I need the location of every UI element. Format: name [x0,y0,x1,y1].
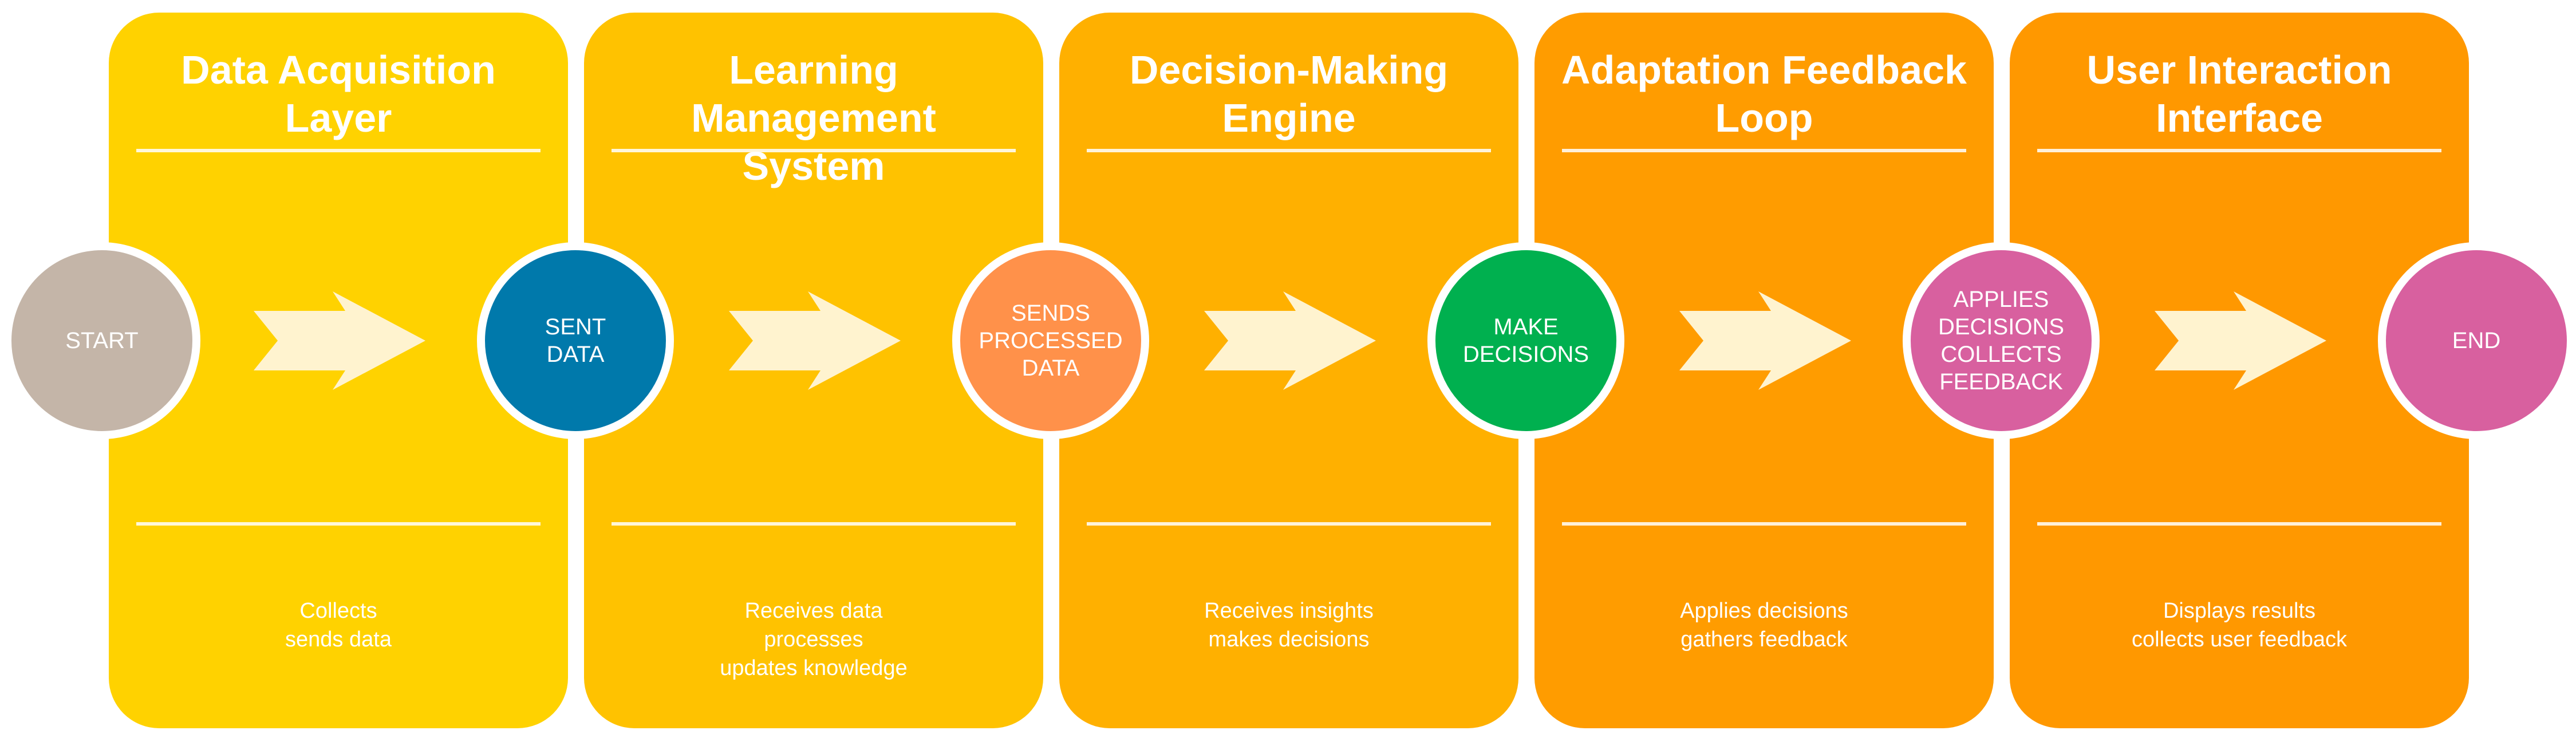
stage-description: Receives data processes updates knowledg… [720,599,908,680]
chevron-arrow-right-icon [1679,291,1851,390]
divider [612,149,1016,152]
make-decisions-node: MAKE DECISIONS [1427,242,1624,439]
stage-title: User Interaction Interface [2086,48,2392,140]
chevron-arrow-right-icon [729,291,901,390]
node-label: SENT DATA [545,314,606,367]
divider [612,522,1016,526]
divider [136,149,541,152]
applies-decisions-collects-feedback-node: APPLIES DECISIONS COLLECTS FEEDBACK [1903,242,2100,439]
node-label: SENDS PROCESSED DATA [979,301,1123,381]
divider [1562,522,1966,526]
stage-title: Data Acquisition Layer [181,48,496,140]
sent-data-node: SENT DATA [477,242,674,439]
divider [2037,522,2441,526]
node-label: APPLIES DECISIONS COLLECTS FEEDBACK [1938,287,2065,394]
stage-title: Decision-Making Engine [1129,48,1449,140]
chevron-arrow-right-icon [254,291,425,390]
node-label: START [65,328,139,353]
node-label: MAKE DECISIONS [1462,314,1589,367]
divider [1087,522,1491,526]
divider [136,522,541,526]
start-node: START [3,242,200,439]
end-node: END [2378,242,2575,439]
stage-description: Displays results collects user feedback [2132,599,2347,652]
stage-description: Applies decisions gathers feedback [1680,599,1848,652]
stage-title: Adaptation Feedback Loop [1561,48,1967,140]
stage-title: Learning Management System [691,48,936,188]
node-label: END [2452,328,2501,353]
stage-description: Collects sends data [285,599,392,652]
sends-processed-data-node: SENDS PROCESSED DATA [952,242,1149,439]
chevron-arrow-right-icon [1204,291,1376,390]
divider [1562,149,1966,152]
divider [1087,149,1491,152]
stage-description: Receives insights makes decisions [1204,599,1374,652]
chevron-arrow-right-icon [2155,291,2326,390]
divider [2037,149,2441,152]
